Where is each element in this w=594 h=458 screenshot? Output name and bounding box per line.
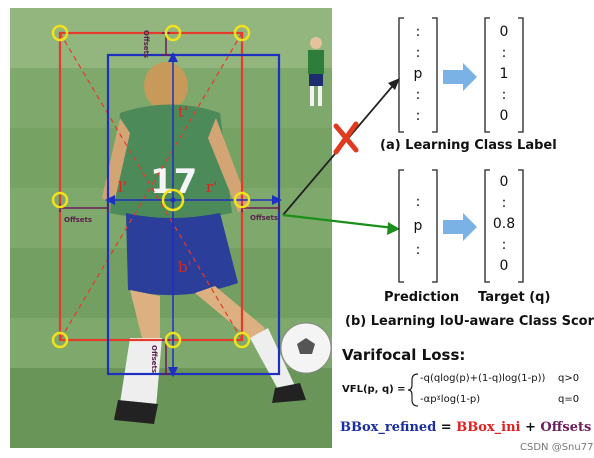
- vec-entry: :: [415, 45, 421, 61]
- arrow-to-panel-b-head: [387, 222, 400, 235]
- vec-entry: 0.8: [492, 216, 516, 232]
- eq-initial: BBox_ini: [456, 420, 521, 435]
- panel-a-caption: (a) Learning Class Label: [380, 138, 557, 153]
- cross-icon: [333, 121, 359, 155]
- keypoint-top-left: [51, 24, 69, 42]
- arrow-to-panel-a-head: [388, 78, 400, 90]
- varifocal-loss-title: Varifocal Loss:: [342, 346, 466, 364]
- eq-offsets: Offsets: [540, 420, 592, 435]
- panel-a-label-vector: 0 : 1 : 0: [490, 22, 518, 127]
- cases-brace: [407, 373, 419, 407]
- panel-a-brackets: [398, 17, 524, 133]
- main-player: 17: [102, 62, 306, 424]
- bbox-equation: BBox_refined = BBox_ini + Offsets: [340, 420, 591, 435]
- arrow-to-panel-b: [282, 213, 395, 230]
- axis-arrow-up: [168, 52, 178, 62]
- keypoint-top-right: [233, 24, 251, 42]
- vec-entry: :: [501, 237, 507, 253]
- vec-entry: 0: [499, 258, 509, 274]
- keypoint-top-center: [164, 24, 182, 42]
- watermark: CSDN @Snu77: [520, 442, 594, 453]
- axis-arrow-right: [272, 195, 282, 205]
- keypoint-mid-right: [233, 191, 251, 209]
- prediction-label: Prediction: [384, 290, 460, 305]
- vec-entry: :: [501, 87, 507, 103]
- panel-b-caption: (b) Learning IoU-aware Class Score: [345, 314, 594, 329]
- vec-entry: 1: [499, 66, 509, 82]
- vec-entry: :: [415, 242, 421, 258]
- vec-entry: :: [415, 24, 421, 40]
- refined-bbox: [106, 53, 281, 376]
- vec-entry: :: [415, 87, 421, 103]
- eq-equals: =: [436, 420, 457, 435]
- panel-a-prediction-vector: : : p : :: [405, 22, 431, 127]
- label-l: l': [118, 178, 127, 196]
- keypoint-mid-left: [51, 191, 69, 209]
- mapping-arrow-a: [443, 63, 477, 91]
- label-r: r': [206, 178, 218, 196]
- vec-entry: 0: [499, 108, 509, 124]
- vec-entry: p: [413, 66, 423, 82]
- mapping-arrow-b: [443, 213, 477, 241]
- offsets-label-left: Offsets: [64, 216, 93, 224]
- background-player: [308, 37, 324, 106]
- vec-entry: :: [501, 45, 507, 61]
- label-b: b': [178, 258, 192, 276]
- vec-entry: :: [415, 194, 421, 210]
- eq-refined: BBox_refined: [340, 420, 437, 435]
- initial-bbox: [58, 31, 244, 342]
- center-point-dot: [170, 197, 176, 203]
- eq-plus: +: [520, 420, 541, 435]
- initial-bbox-diagonal-2: [59, 32, 243, 341]
- vec-entry: :: [415, 108, 421, 124]
- keypoint-center: [161, 188, 185, 212]
- keypoint-bottom-right: [233, 331, 251, 349]
- panel-b-prediction-vector: : p :: [405, 190, 431, 262]
- initial-bbox-diagonal-1: [59, 32, 243, 341]
- vfl-case-1-cond: q>0: [558, 373, 580, 384]
- keypoint-bottom-center: [164, 331, 182, 349]
- vfl-case-2-cond: q=0: [558, 394, 580, 405]
- axis-arrow-down: [168, 367, 178, 377]
- vec-entry: :: [501, 195, 507, 211]
- vfl-case-2-expr: -αpˠlog(1-p): [420, 394, 481, 405]
- panel-b-target-vector: 0 : 0.8 : 0: [487, 172, 521, 277]
- keypoint-bottom-left: [51, 331, 69, 349]
- offsets-label-bottom: Offsets: [150, 345, 158, 374]
- panel-b-brackets: [398, 169, 524, 283]
- vfl-case-1-expr: -q(qlog(p)+(1-q)log(1-p)): [420, 373, 546, 384]
- vec-entry: 0: [499, 174, 509, 190]
- offsets-label-top: Offsets: [142, 30, 150, 59]
- soccer-ball: [280, 322, 332, 374]
- offset-bracket-left: [59, 204, 109, 212]
- label-t: t': [178, 103, 189, 121]
- target-label: Target (q): [478, 290, 551, 305]
- vfl-lhs: VFL(p, q) =: [342, 384, 406, 395]
- vec-entry: 0: [499, 24, 509, 40]
- offsets-label-right: Offsets: [250, 214, 279, 222]
- axis-arrow-left: [105, 195, 115, 205]
- vec-entry: p: [413, 218, 423, 234]
